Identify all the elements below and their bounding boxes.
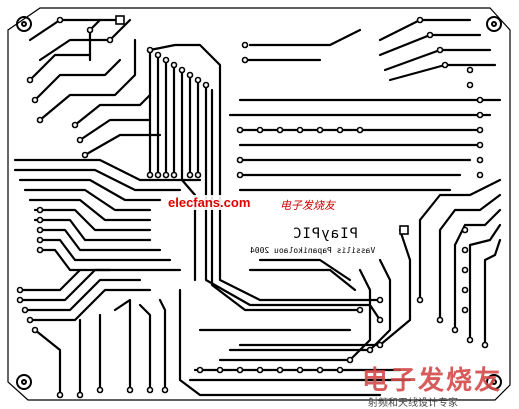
board-title: PIayPIC (292, 226, 359, 242)
watermark-tagline: 射频和天线设计专家 (368, 398, 458, 409)
board-outline (7, 7, 511, 401)
watermark-site: elecfans.com (166, 195, 253, 210)
watermark-logo: 电子发烧友 (362, 366, 503, 396)
board-subtitle: Vassilis Papanikolaou 2004 (250, 246, 376, 255)
copper-traces (13, 18, 502, 397)
watermark-site-cn: 电子发烧友 (280, 199, 335, 212)
mounting-holes (16, 16, 502, 390)
pads (16, 15, 489, 399)
